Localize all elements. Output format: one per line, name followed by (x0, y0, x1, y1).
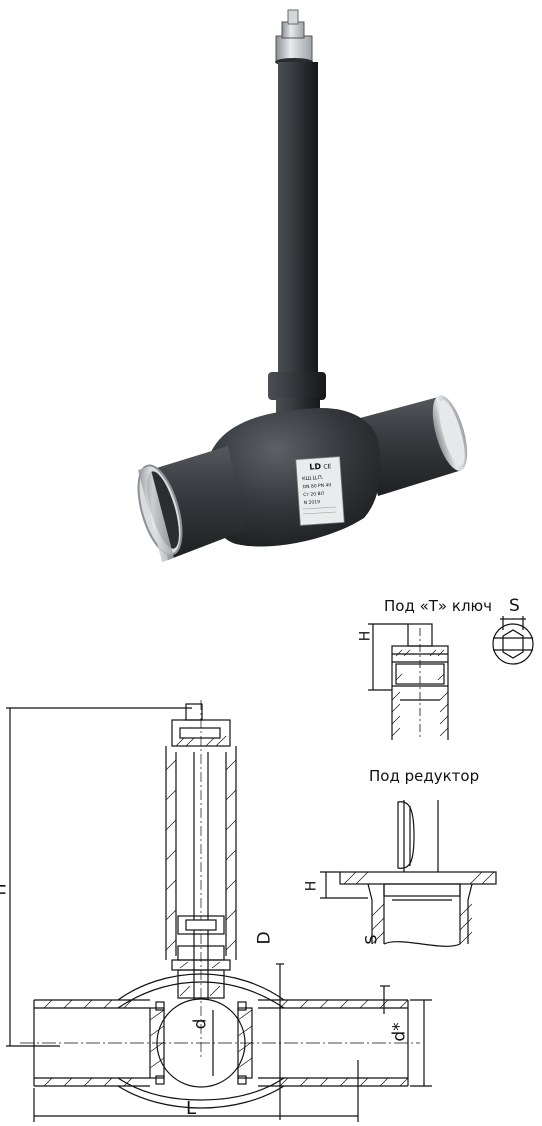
stem-tube (278, 62, 318, 374)
plate-line-4: N 2019 (304, 499, 321, 506)
t-key-detail-drawing (368, 616, 534, 740)
reducer-detail-drawing (320, 800, 497, 947)
right-pipe-end (360, 395, 468, 496)
main-length-label: L (186, 1098, 197, 1119)
valve-3d-render: LD CE КШ.Ц.П. DN 80 PN 40 Ст 20 ВЛ N 201… (137, 9, 468, 562)
plate-line-1: КШ.Ц.П. (302, 475, 324, 483)
t-key-size-label: S (509, 596, 520, 616)
plate-line-2: DN 80 PN 40 (302, 482, 331, 490)
plate-line-3: Ст 20 ВЛ (303, 491, 324, 498)
main-section-drawing (6, 700, 432, 1122)
plate-mark: CE (323, 463, 332, 471)
plate-brand: LD (309, 462, 322, 472)
left-pipe-end (137, 446, 246, 562)
stem-cap (275, 9, 313, 66)
nameplate: LD CE КШ.Ц.П. DN 80 PN 40 Ст 20 ВЛ N 201… (295, 456, 345, 526)
reducer-caption: Под редуктор (369, 767, 480, 785)
t-key-caption: Под «Т» ключ (384, 597, 493, 615)
